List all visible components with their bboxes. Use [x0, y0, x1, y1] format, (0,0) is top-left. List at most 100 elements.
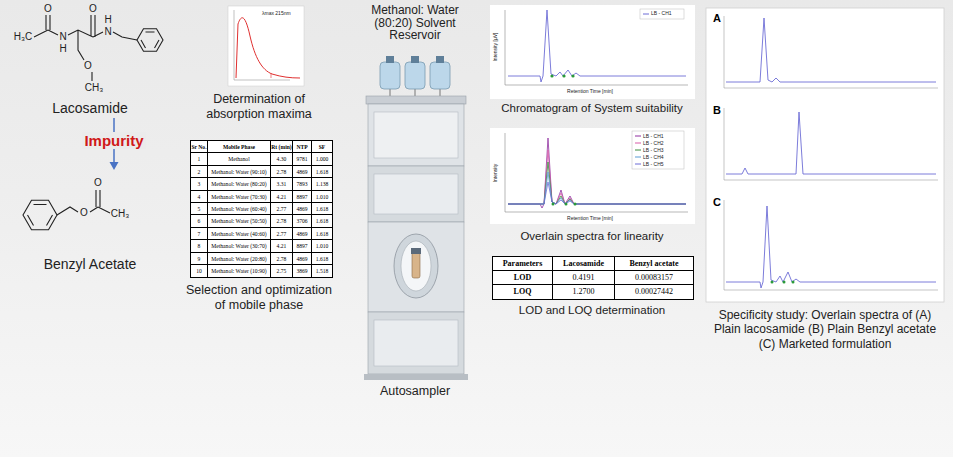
axis-title: Intensity: [492, 153, 498, 193]
table-cell: 4869: [293, 203, 312, 215]
atom-label: O: [74, 60, 102, 72]
panel-letter: A: [710, 12, 724, 25]
table-cell: 9781: [293, 153, 312, 165]
table-cell: Methanol: Water (40:60): [208, 228, 271, 240]
table-cell: 6: [191, 215, 208, 227]
table-cell: 9: [191, 253, 208, 265]
table-cell: 1.010: [312, 240, 332, 252]
table-cell: Methanol: Water (90:10): [208, 166, 271, 178]
table-cell: LOQ: [493, 285, 553, 299]
table-cell: Methanol: Water (30:70): [208, 240, 271, 252]
table-cell: 1.138: [312, 178, 332, 190]
atom-label: O: [84, 177, 112, 189]
lacosamide-structure: [34, 15, 163, 81]
table-cell: 2.78: [271, 253, 293, 265]
table-cell: 4869: [293, 253, 312, 265]
table-cell: LOD: [493, 271, 553, 285]
table-cell: 7893: [293, 178, 312, 190]
edge-label: Impurity: [82, 132, 145, 149]
table-cell: 0.4191: [553, 271, 615, 285]
table-cell: 4.21: [271, 191, 293, 203]
axis-title: Retention Time [min]: [560, 215, 620, 221]
atom-label: O: [34, 3, 62, 15]
axis-title: Intensity [µV]: [492, 22, 498, 72]
table-cell: SF: [312, 141, 332, 153]
table-cell: 3706: [293, 215, 312, 227]
table-cell: 4869: [293, 166, 312, 178]
chart-legend: LB - CH3: [643, 147, 683, 153]
arrow-head: [110, 162, 119, 170]
panel-letter: B: [710, 104, 724, 117]
table-cell: 1.010: [312, 191, 332, 203]
atom-label: N: [49, 31, 77, 43]
linearity-overlay-chromatogram: [490, 128, 695, 224]
table-cell: Methanol: Water (20:80): [208, 253, 271, 265]
table-cell: 8897: [293, 240, 312, 252]
table-cell: Mobile Phase: [208, 141, 271, 153]
lod-loq-table: ParametersLacosamideBenzyl acetateLOD0.4…: [492, 256, 694, 300]
atom-label: N: [94, 26, 122, 38]
table-cell: 2.77: [271, 203, 293, 215]
chart-legend: LB - CH4: [643, 154, 683, 160]
step-caption: Chromatogram of System suitability: [484, 102, 700, 116]
chart-legend: LB - CH1: [643, 133, 683, 139]
table-cell: 8897: [293, 191, 312, 203]
table-cell: 10: [191, 265, 208, 277]
table-cell: 1.618: [312, 253, 332, 265]
table-cell: 4: [191, 191, 208, 203]
step-caption: Overlain spectra for linearity: [484, 230, 700, 244]
atom-label: CH₃: [80, 82, 108, 94]
chart-legend: LB - CH1: [651, 10, 684, 16]
table-cell: NTP: [293, 141, 312, 153]
table-cell: 1.618: [312, 228, 332, 240]
compound-name: Benzyl Acetate: [44, 256, 137, 272]
instrument-label: Autosampler: [350, 384, 480, 399]
table-cell: Parameters: [493, 257, 553, 271]
uv-spectrum: [228, 6, 304, 86]
table-cell: 2.75: [271, 265, 293, 277]
table-cell: 4.30: [271, 153, 293, 165]
specificity-panel: [706, 8, 944, 302]
mobile-phase-table: Sr No.Mobile PhaseRt (min)NTPSF1Methanol…: [190, 140, 333, 278]
system-suitability-chromatogram: [490, 5, 695, 99]
table-cell: Methanol: Water (10:90): [208, 265, 271, 277]
axis-title: Retention Time [min]: [560, 88, 620, 94]
table-cell: 4869: [293, 228, 312, 240]
table-cell: 8: [191, 240, 208, 252]
table-cell: Rt (min): [271, 141, 293, 153]
table-cell: 3.31: [271, 178, 293, 190]
table-cell: 3: [191, 178, 208, 190]
table-cell: 1.000: [312, 153, 332, 165]
table-cell: 0.00083157: [615, 271, 693, 285]
step-caption: Determination of absorption maxima: [184, 92, 334, 122]
table-cell: Methanol: Water (60:40): [208, 203, 271, 215]
table-cell: 2: [191, 166, 208, 178]
atom-label: H₃C: [9, 31, 37, 43]
table-cell: 2.78: [271, 215, 293, 227]
table-cell: 4.21: [271, 240, 293, 252]
table-cell: 2.77: [271, 228, 293, 240]
chart-legend: LB - CH2: [643, 140, 683, 146]
table-cell: Sr No.: [191, 141, 208, 153]
atom-label: O: [79, 3, 107, 15]
table-cell: 2.78: [271, 166, 293, 178]
atom-label: H: [94, 14, 122, 26]
table-cell: Methanol: Water (50:50): [208, 215, 271, 227]
step-caption: LOD and LOQ determination: [484, 304, 700, 318]
instrument-label: Methanol: Water (80:20) Solvent Reservoi…: [362, 4, 468, 42]
compound-name: Lacosamide: [52, 100, 128, 116]
table-cell: 1.2700: [553, 285, 615, 299]
table-cell: 1.518: [312, 265, 332, 277]
table-cell: 5: [191, 203, 208, 215]
table-cell: 1.618: [312, 166, 332, 178]
peak-annotation: λmax 215nm: [262, 10, 302, 16]
table-cell: Lacosamide: [553, 257, 615, 271]
benzyl-acetate-structure: [23, 190, 110, 230]
atom-label: CH₃: [106, 208, 134, 220]
table-cell: 1: [191, 153, 208, 165]
step-caption: Specificity study: Overlain spectra of (…: [704, 308, 946, 351]
table-cell: 1.618: [312, 203, 332, 215]
